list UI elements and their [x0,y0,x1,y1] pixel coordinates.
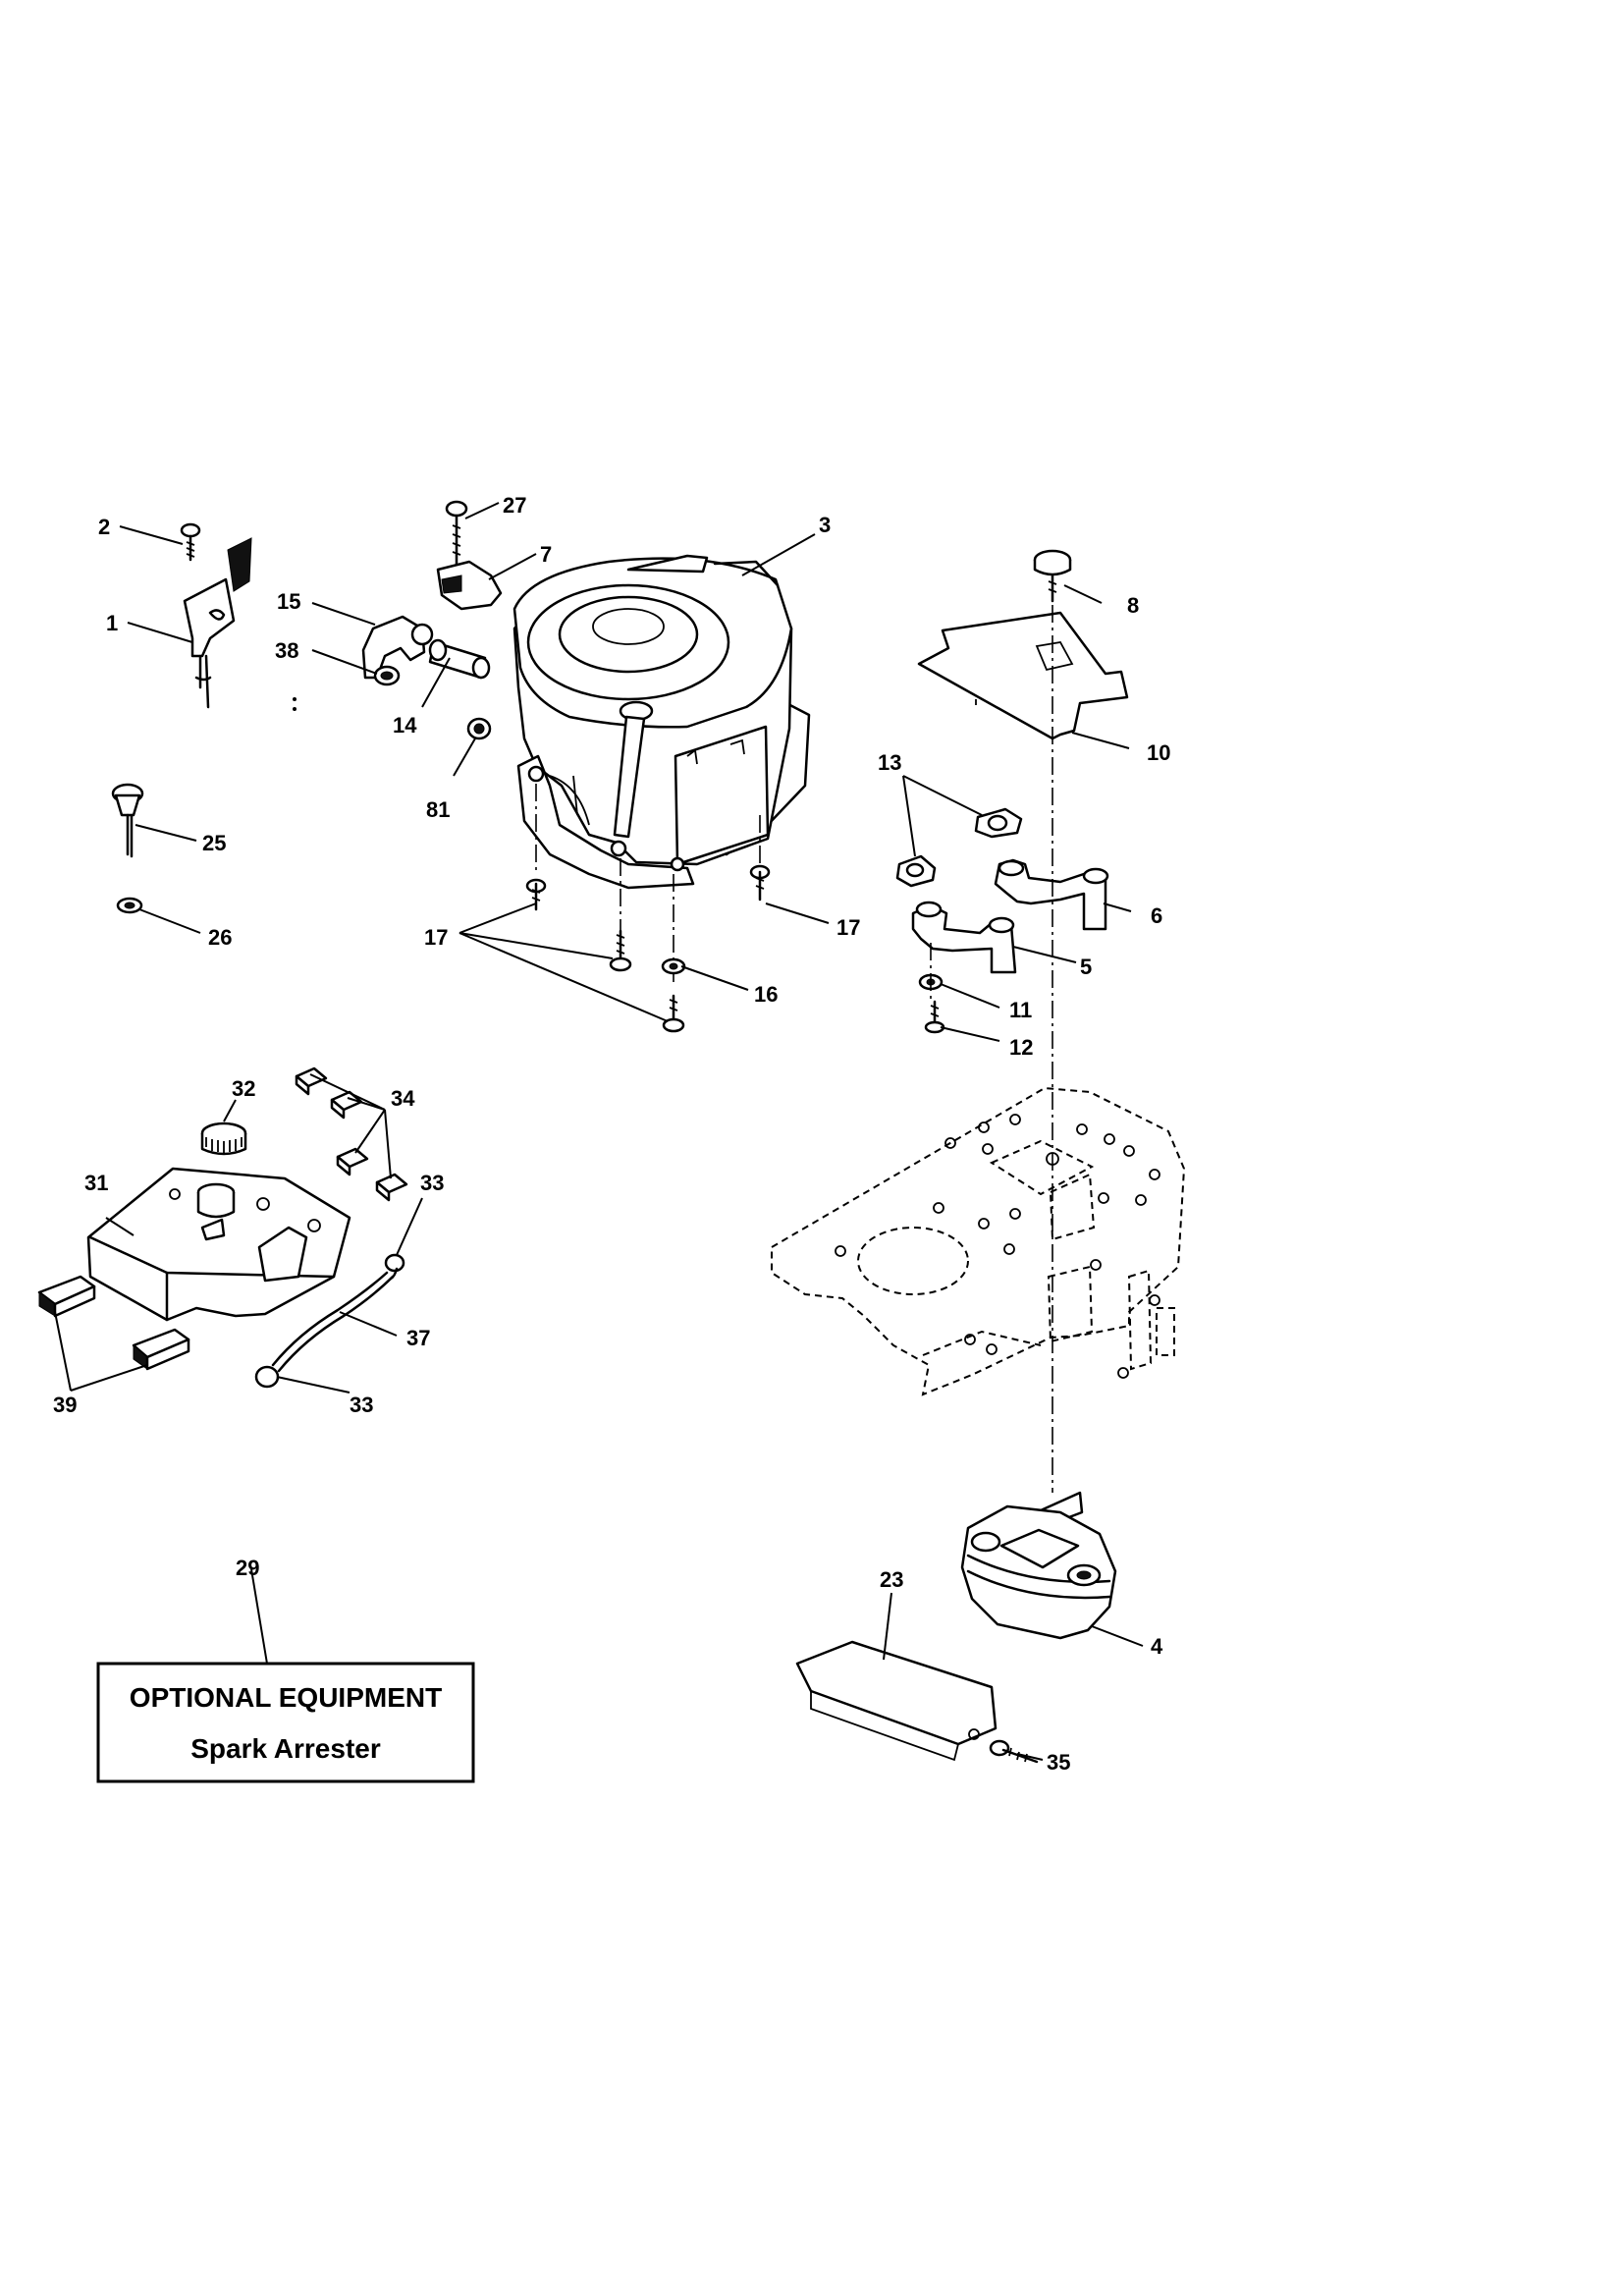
plug-part-33 [254,1365,280,1389]
clip-part-34 [295,1066,408,1202]
muffler-part-4 [960,1491,1117,1640]
bolt-part-17 [609,929,632,972]
chassis-phantom [771,1086,1186,1396]
clamp-part-7 [436,560,503,611]
callout-11: 11 [1009,998,1032,1022]
optional-equipment-box: OPTIONAL EQUIPMENT Spark Arrester [96,1662,475,1783]
callout-31: 31 [84,1171,108,1195]
nut-part-26 [116,897,143,914]
callout-10: 10 [1147,740,1170,765]
callout-13: 13 [878,750,901,775]
plug-part-33 [384,1253,405,1281]
fuel-hose-part-14 [428,638,491,680]
callout-39: 39 [53,1393,77,1417]
arrester-cover-part-31 [86,1167,351,1322]
engine-part-3 [512,554,811,890]
optional-equipment-title: OPTIONAL EQUIPMENT [130,1682,442,1713]
callout-17-right: 17 [836,915,860,940]
callout-numbers: 2 1 27 7 3 15 38 14 81 8 10 13 6 5 11 12… [53,493,1170,1775]
callout-12: 12 [1009,1035,1033,1060]
hose-part-37 [271,1271,395,1373]
screw-part-2 [180,522,201,562]
callout-4: 4 [1151,1634,1163,1659]
muffler-guard-part-23 [795,1640,998,1762]
fuel-elbow-part-15 [361,615,434,680]
gasket-part-13 [895,854,937,888]
cap-part-32 [200,1121,247,1156]
grommet-part-81 [466,717,492,740]
heat-shield-part-10 [917,611,1129,740]
callout-1: 1 [106,611,118,635]
leader-lines [54,502,1144,1761]
bolt-part-17 [662,994,685,1033]
exhaust-pipe-part-6 [994,858,1109,931]
callout-29: 29 [236,1556,259,1580]
callout-25: 25 [202,831,226,855]
washer-part-16 [661,957,686,975]
callout-6: 6 [1151,903,1162,928]
callout-33-bottom: 33 [350,1393,373,1417]
screw-part-35 [989,1739,1039,1764]
callout-14: 14 [393,713,417,738]
callout-81: 81 [426,797,450,822]
screen-part-39 [37,1275,96,1318]
spark-arrester-label: Spark Arrester [190,1733,381,1764]
knob-part-25 [111,783,144,858]
callout-3: 3 [819,513,831,537]
bolt-part-8 [1033,549,1072,603]
callout-7: 7 [540,542,552,567]
callout-32: 32 [232,1076,255,1101]
screen-part-39 [132,1328,190,1371]
throttle-control-part [183,537,252,709]
fitting-part-38 [373,665,401,686]
bolt-part-17 [749,864,771,902]
exhaust-pipe-part-5 [911,901,1017,974]
dot-mark [293,697,297,701]
dot-mark [293,707,297,711]
callout-17-left: 17 [424,925,448,950]
callout-15: 15 [277,589,300,614]
callout-8: 8 [1127,593,1139,618]
callout-38: 38 [275,638,298,663]
gasket-part-13 [974,807,1023,839]
callout-23: 23 [880,1567,903,1592]
callout-5: 5 [1080,955,1092,979]
callout-34: 34 [391,1086,415,1111]
bolt-part-17 [525,878,547,911]
callout-26: 26 [208,925,232,950]
callout-16: 16 [754,982,778,1007]
callout-33-top: 33 [420,1171,444,1195]
callout-2: 2 [98,515,110,539]
callout-37: 37 [406,1326,430,1350]
callout-35: 35 [1047,1750,1070,1775]
screw-part-27 [445,500,468,566]
callout-27: 27 [503,493,526,518]
